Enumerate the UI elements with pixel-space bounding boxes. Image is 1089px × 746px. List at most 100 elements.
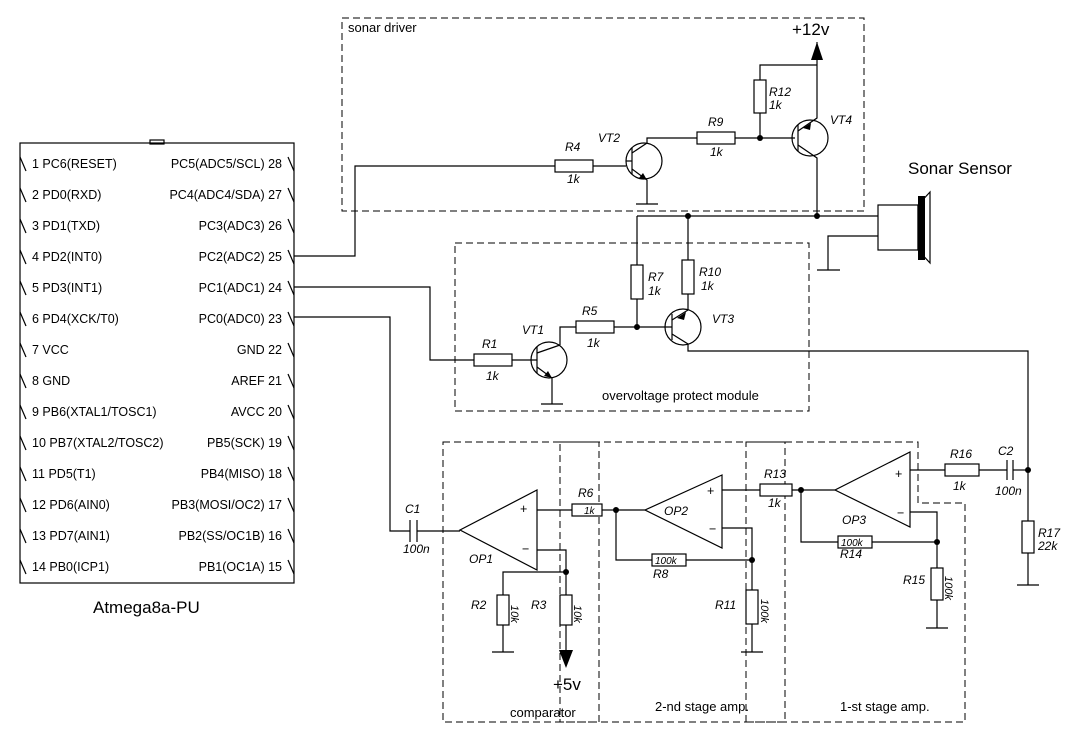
r16-body (944, 463, 980, 477)
r1-body (473, 353, 513, 367)
r16-value: 1k (953, 479, 967, 493)
mcu-right-pin-label: PC5(ADC5/SCL) 28 (171, 157, 282, 171)
mcu-right-pin-stub (287, 404, 295, 420)
mcu-right-pin-stub (287, 497, 295, 513)
c1-value: 100n (403, 542, 430, 556)
mcu-left-pin-label: 8 GND (32, 374, 70, 388)
r16-name: R16 (950, 447, 972, 461)
stage1-label: 1-st stage amp. (840, 699, 930, 714)
mcu-right-pin-label: PC3(ADC3) 26 (199, 219, 282, 233)
mcu-right-pin-stub (287, 280, 295, 296)
svg-text:−: − (897, 506, 904, 520)
mcu-left-pin-stub (19, 311, 27, 327)
mcu-left-pin-label: 7 VCC (32, 343, 69, 357)
mcu-left-pin-label: 9 PB6(XTAL1/TOSC1) (32, 405, 157, 419)
mcu-right-pin-stub (287, 187, 295, 203)
mcu-name: Atmega8a-PU (93, 598, 200, 617)
mcu-right-pin-label: PB4(MISO) 18 (201, 467, 282, 481)
r17-name: R17 (1038, 526, 1061, 540)
c2-name: C2 (998, 444, 1014, 458)
r14-name: R14 (840, 547, 862, 561)
r14-value: 100k (841, 538, 864, 549)
r4-value: 1k (567, 172, 581, 186)
svg-text:+: + (520, 502, 527, 516)
mcu-right-pin-stub (287, 218, 295, 234)
svg-text:+: + (895, 467, 902, 481)
r17-body (1021, 520, 1035, 554)
mcu-right-pin-label: GND 22 (237, 343, 282, 357)
r2-name: R2 (471, 598, 487, 612)
vt2-transistor (625, 137, 760, 205)
c1-name: C1 (405, 502, 420, 516)
overvoltage-label: overvoltage protect module (602, 388, 759, 403)
r11-value: 100k (758, 599, 770, 623)
r15-value: 100k (942, 576, 954, 600)
mcu-left-pin-label: 14 PB0(ICP1) (32, 560, 109, 574)
r10-body (681, 259, 695, 295)
supply-5v: +5v (553, 675, 581, 694)
r4-name: R4 (565, 140, 581, 154)
r15-name: R15 (903, 573, 925, 587)
r1-name: R1 (482, 337, 497, 351)
r8-value: 100k (655, 556, 678, 567)
r4-body (554, 159, 594, 173)
r13-name: R13 (764, 467, 786, 481)
mcu-left-pin-label: 4 PD2(INT0) (32, 250, 102, 264)
stage2-label: 2-nd stage amp. (655, 699, 749, 714)
mcu-left-pin-stub (19, 373, 27, 389)
r6-name: R6 (578, 486, 594, 500)
mcu-left-pin-label: 12 PD6(AIN0) (32, 498, 110, 512)
op1-label: OP1 (469, 552, 493, 566)
r12-name: R12 (769, 85, 791, 99)
supply-12v: +12v (792, 20, 830, 39)
vt1-label: VT1 (522, 323, 544, 337)
r7-name: R7 (648, 270, 665, 284)
mcu-body (19, 142, 295, 584)
svg-text:+: + (707, 484, 714, 498)
vt4-label: VT4 (830, 113, 852, 127)
r15-body (930, 567, 944, 601)
overvoltage-box (454, 242, 810, 412)
r9-name: R9 (708, 115, 724, 129)
mcu-right-pin-stub (287, 311, 295, 327)
mcu-right-pin-label: PB3(MOSI/OC2) 17 (172, 498, 282, 512)
mcu-left-pin-stub (19, 280, 27, 296)
mcu-chip: 1 PC6(RESET)2 PD0(RXD)3 PD1(TXD)4 PD2(IN… (19, 139, 295, 617)
mcu-right-pin-label: PB5(SCK) 19 (207, 436, 282, 450)
mcu-right-pin-label: PC0(ADC0) 23 (199, 312, 282, 326)
mcu-left-pin-stub (19, 466, 27, 482)
r2-body (496, 594, 510, 626)
sensor-label: Sonar Sensor (908, 159, 1012, 178)
mcu-right-pin-stub (287, 249, 295, 265)
mcu-left-pin-label: 2 PD0(RXD) (32, 188, 101, 202)
r13-value: 1k (768, 496, 782, 510)
mcu-right-pin-label: PC2(ADC2) 25 (199, 250, 282, 264)
r9-body (696, 131, 736, 145)
mcu-left-pin-label: 1 PC6(RESET) (32, 157, 117, 171)
mcu-left-pin-label: 10 PB7(XTAL2/TOSC2) (32, 436, 164, 450)
op3-label: OP3 (842, 513, 866, 527)
r10-name: R10 (699, 265, 721, 279)
sonar-driver-box (341, 17, 865, 212)
sonar-sensor (877, 190, 931, 265)
r13-body (759, 483, 793, 497)
r5-body (575, 320, 615, 334)
svg-text:−: − (709, 522, 716, 536)
r12-body (753, 79, 767, 114)
r7-value: 1k (648, 284, 662, 298)
vt2-label: VT2 (598, 131, 620, 145)
mcu-left-pin-label: 6 PD4(XCK/T0) (32, 312, 119, 326)
op2-opamp: + − (643, 474, 723, 549)
mcu-left-pin-stub (19, 497, 27, 513)
svg-text:−: − (522, 542, 529, 556)
mcu-right-pin-label: AREF 21 (231, 374, 282, 388)
mcu-right-pin-label: PC1(ADC1) 24 (199, 281, 282, 295)
stage1-box (745, 441, 966, 723)
r2-value: 10k (508, 605, 520, 623)
mcu-right-pin-stub (287, 528, 295, 544)
r1-value: 1k (486, 369, 500, 383)
r5-value: 1k (587, 336, 601, 350)
r11-body (745, 589, 759, 625)
mcu-notch (149, 139, 165, 145)
